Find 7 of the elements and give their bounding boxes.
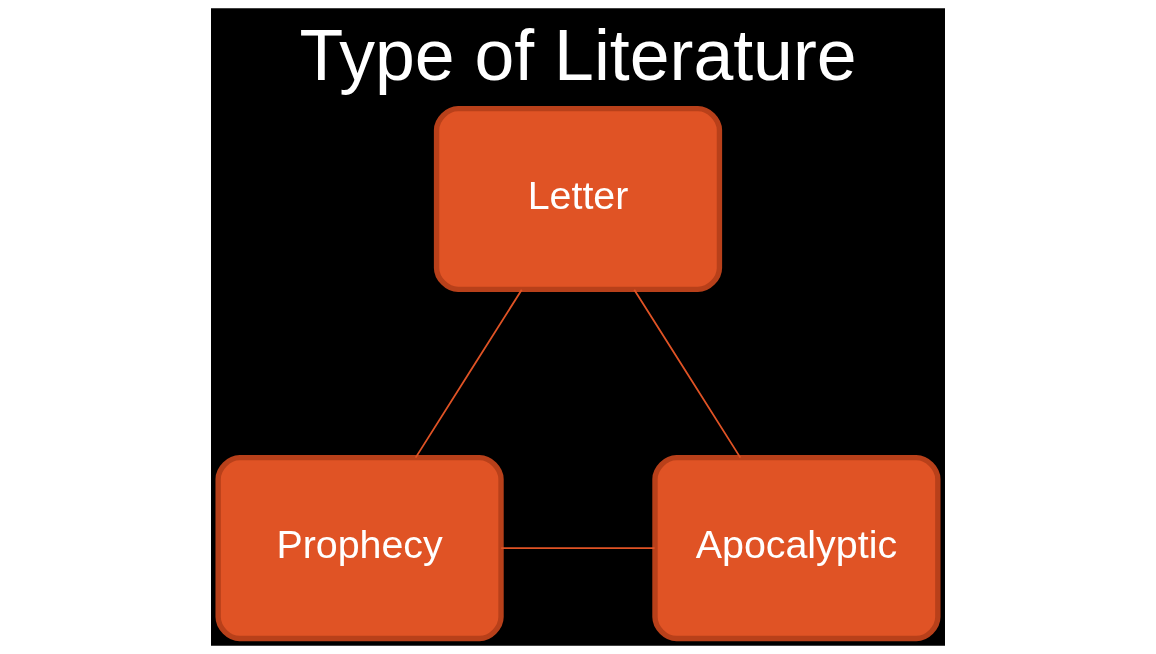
node-box: Apocalyptic <box>652 455 941 642</box>
node-box: Prophecy <box>215 455 504 642</box>
node-box: Letter <box>433 105 723 293</box>
connector <box>500 547 656 549</box>
diagram-title: Type of Literature <box>299 14 857 95</box>
connector <box>633 288 742 459</box>
connector <box>414 288 523 459</box>
